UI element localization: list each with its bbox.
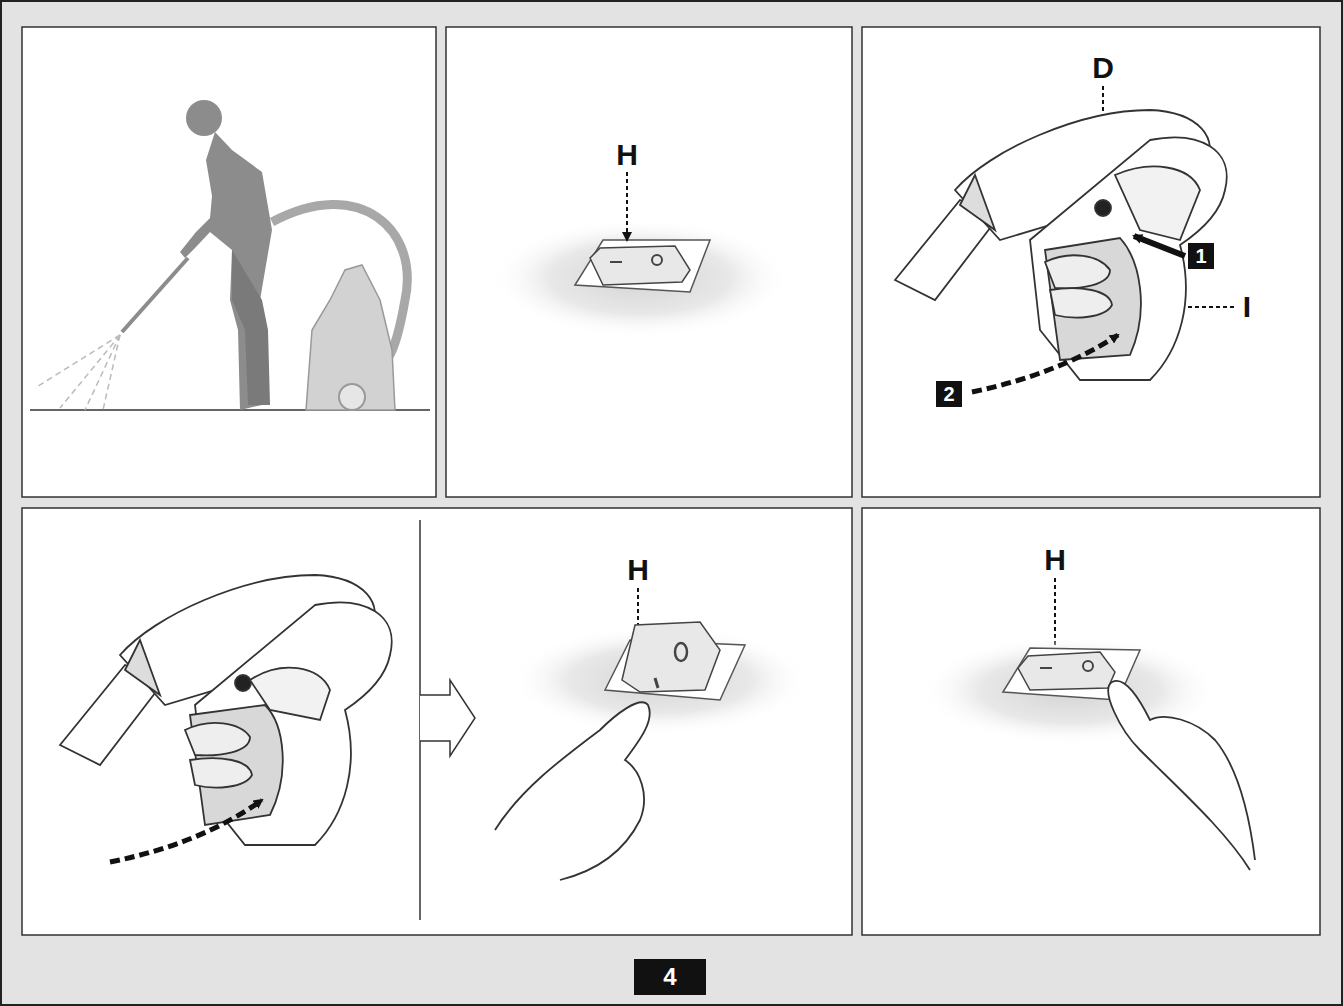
switch-on bbox=[495, 622, 810, 880]
callout-text: 2 bbox=[943, 384, 954, 404]
part-label: I bbox=[1243, 292, 1251, 322]
squeeze-arrow bbox=[972, 335, 1118, 392]
callout-number: 2 bbox=[936, 381, 962, 407]
switch-off bbox=[920, 635, 1255, 870]
person-spraying bbox=[30, 100, 430, 410]
part-label: H bbox=[627, 555, 649, 585]
part-label: H bbox=[1044, 545, 1066, 575]
spray-gun bbox=[895, 110, 1227, 380]
then-arrow bbox=[420, 680, 475, 756]
squeeze-arrow bbox=[110, 800, 262, 862]
part-label: D bbox=[1092, 53, 1114, 83]
callout-number: 1 bbox=[1188, 243, 1214, 269]
spray-gun-squeezed bbox=[60, 575, 392, 845]
push-arrow bbox=[1134, 236, 1185, 256]
panels bbox=[22, 27, 1320, 935]
leader-lines bbox=[627, 86, 1234, 688]
page-number: 4 bbox=[634, 959, 706, 995]
power-switch bbox=[490, 218, 790, 338]
callout-text: 1 bbox=[1195, 246, 1206, 266]
part-label: H bbox=[616, 140, 638, 170]
callout-text: 4 bbox=[663, 965, 676, 989]
